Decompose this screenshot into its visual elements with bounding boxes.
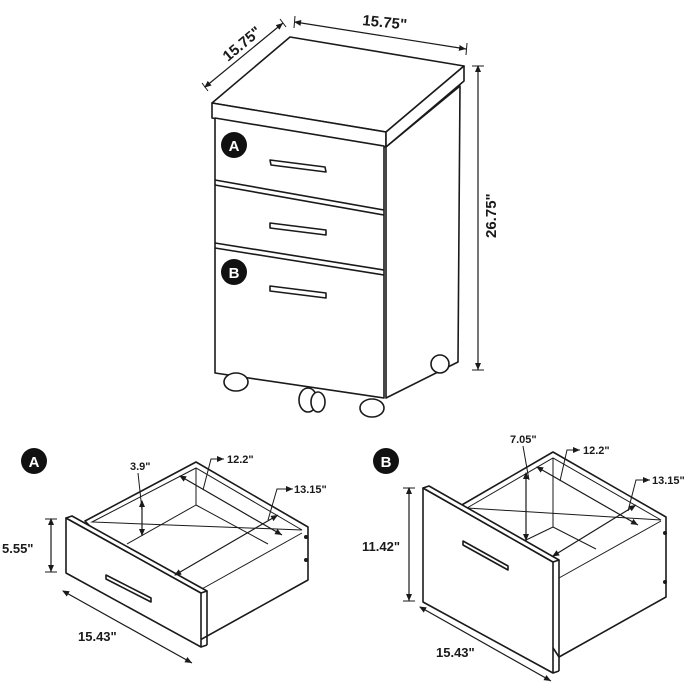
drawer-b-front-width-label: 15.43" xyxy=(436,645,475,660)
drawer-b-dimensions: 11.42" 15.43" 7.05" 12.2" 13.15" xyxy=(362,434,685,682)
svg-text:B: B xyxy=(229,265,240,282)
cabinet-top-side-edge xyxy=(385,65,465,148)
svg-text:A: A xyxy=(29,454,40,471)
drawer-b-inner-height-label: 7.05" xyxy=(510,434,537,446)
drawer-b-illustration: B xyxy=(373,448,667,674)
caster-wheels xyxy=(223,354,450,418)
cabinet-badge-a: A xyxy=(221,132,247,158)
svg-text:A: A xyxy=(229,138,240,155)
drawer-handle xyxy=(269,285,327,299)
drawer-separator xyxy=(214,184,385,216)
drawer-handle xyxy=(269,159,327,173)
drawer-a-badge: A xyxy=(21,448,47,474)
drawer-b-badge: B xyxy=(373,448,399,474)
drawer-handle xyxy=(269,222,327,236)
drawer-b-inner-depth-label: 13.15" xyxy=(652,475,685,487)
drawer-a-inner-width-label: 12.2" xyxy=(227,454,254,466)
drawer-a-inner-height-label: 3.9" xyxy=(130,461,151,473)
drawer-a-inner-depth-label: 13.15" xyxy=(294,484,327,496)
drawer-a-front-width-label: 15.43" xyxy=(78,629,117,644)
cabinet-illustration: A B xyxy=(211,36,465,418)
svg-text:B: B xyxy=(381,454,392,471)
cabinet-badge-b: B xyxy=(221,259,247,285)
cabinet-height-dimension: 26.75" xyxy=(472,65,500,371)
drawer-a-illustration: A xyxy=(21,448,309,648)
cabinet-width-label: 15.75" xyxy=(362,12,408,34)
drawer-b-front-height-label: 11.42" xyxy=(362,539,400,554)
drawer-b-inner-width-label: 12.2" xyxy=(583,445,610,457)
drawer-a-front-height-label: 5.55" xyxy=(2,541,33,556)
cabinet-front xyxy=(214,117,385,399)
drawer-separator xyxy=(214,247,385,276)
drawer-separator xyxy=(214,179,385,211)
drawer-a-dimensions: 5.55" 15.43" 3.9" 12.2" 13.15" xyxy=(2,454,327,664)
drawer-b-handle xyxy=(462,540,509,571)
cabinet-width-dimension: 15.75" xyxy=(293,12,468,56)
drawer-separator xyxy=(214,242,385,271)
cabinet-side-panel xyxy=(385,85,461,399)
cabinet-height-label: 26.75" xyxy=(483,193,500,238)
